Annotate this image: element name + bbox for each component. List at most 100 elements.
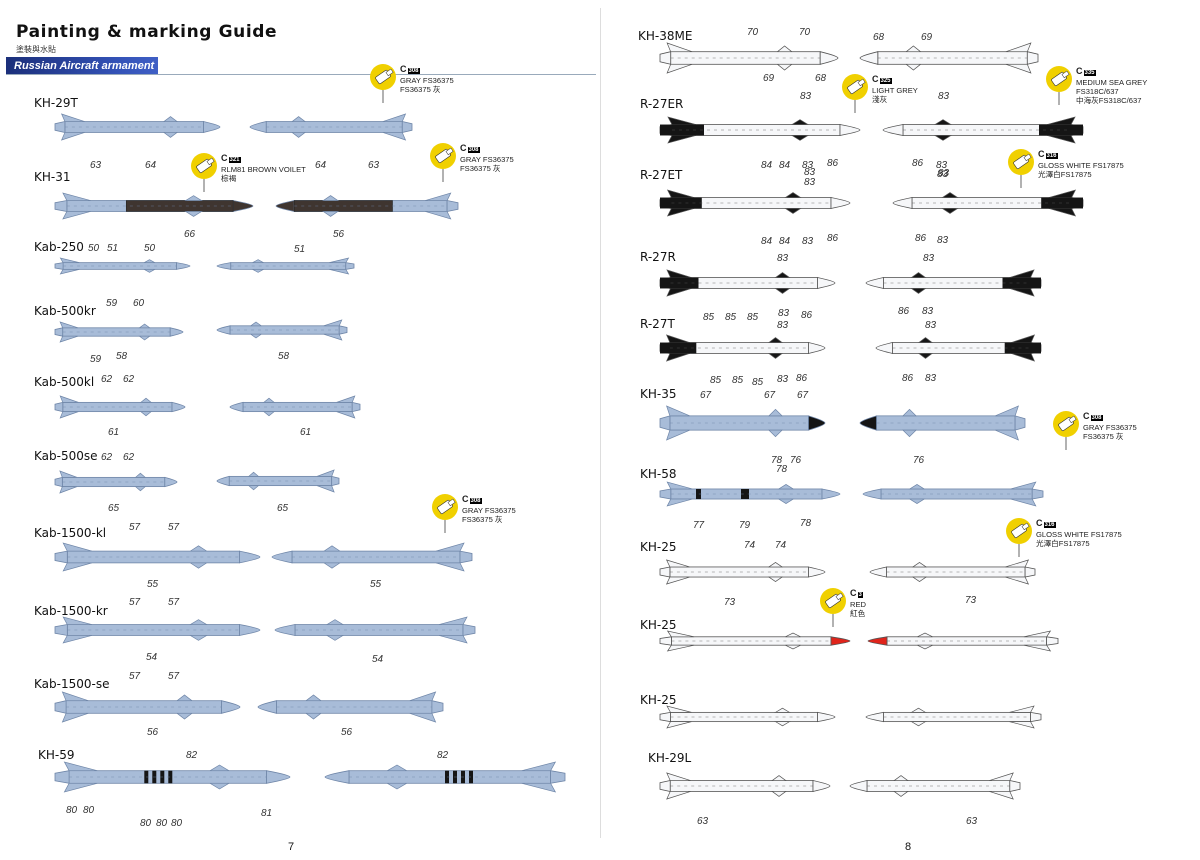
part-number: 54 <box>372 654 384 665</box>
paint-code-letter: C <box>850 588 857 598</box>
weapon-name-kab250: Kab-250 <box>34 240 84 254</box>
part-number: 83 <box>938 168 950 179</box>
part-number: 62 <box>101 374 113 385</box>
paint-name-line: FS36375 灰 <box>1083 432 1124 441</box>
part-number: 51 <box>107 243 119 254</box>
part-number: 78 <box>776 464 788 475</box>
kh35-drawing-1 <box>659 405 826 441</box>
part-number: 63 <box>966 816 978 827</box>
weapon-name-kh25b: KH-25 <box>640 618 677 632</box>
kh25b-drawing-1 <box>659 630 851 652</box>
part-number: 85 <box>752 377 764 388</box>
paint-name-line: FS36375 灰 <box>462 515 503 524</box>
part-number: 56 <box>147 727 159 738</box>
paint-name-line: RED <box>850 600 867 609</box>
part-number: 61 <box>300 427 312 438</box>
part-number: 57 <box>129 597 141 608</box>
weapon-name-kab500kl: Kab-500kl <box>34 375 95 389</box>
paint-code-letter: C <box>462 494 469 504</box>
paint-name-line: FS36375 灰 <box>400 85 441 94</box>
paint-brush-icon <box>842 74 868 113</box>
paint-name-line: 紅色 <box>850 609 866 618</box>
part-number: 83 <box>937 169 949 180</box>
r27r-drawing-2 <box>865 269 1042 297</box>
part-number: 85 <box>703 312 715 323</box>
paint-name-line: GLOSS WHITE FS17875 <box>1038 161 1124 170</box>
weapon-name-kh29l: KH-29L <box>648 751 692 765</box>
part-number: 63 <box>697 816 709 827</box>
part-number: 62 <box>123 452 135 463</box>
part-number: 57 <box>168 522 180 533</box>
paint-code-number: 316 <box>1043 522 1056 528</box>
paint-code-number: 335 <box>1083 70 1096 76</box>
r27r-drawing-1 <box>659 269 836 297</box>
paint-code-letter: C <box>1036 518 1043 528</box>
weapon-name-r27r: R-27R <box>640 250 676 264</box>
part-number: 62 <box>101 452 113 463</box>
part-number: 80 <box>83 805 95 816</box>
kh38me-drawing-1 <box>659 42 839 74</box>
weapon-name-kh25c: KH-25 <box>640 693 677 707</box>
part-number: 57 <box>129 671 141 682</box>
right-page-number: 8 <box>905 841 912 853</box>
part-number: 50 <box>88 243 100 254</box>
part-number: 83 <box>802 160 814 171</box>
weapon-name-kab1500kl: Kab-1500-kl <box>34 526 107 540</box>
paint-name-line: GRAY FS36375 <box>460 155 514 164</box>
part-number: 67 <box>700 390 712 401</box>
part-number: 79 <box>739 520 751 531</box>
kab500kr-drawing-1 <box>54 321 184 343</box>
part-number: 85 <box>747 312 759 323</box>
part-number: 78 <box>800 518 812 529</box>
part-number: 86 <box>898 306 910 317</box>
part-number: 83 <box>937 235 949 246</box>
part-number: 69 <box>763 73 775 84</box>
paint-brush-icon <box>1008 149 1034 188</box>
part-number: 54 <box>146 652 158 663</box>
part-number: 76 <box>913 455 925 466</box>
kab500kl-drawing-1 <box>54 395 186 419</box>
weapon-name-kab1500kr: Kab-1500-kr <box>34 604 108 618</box>
part-number: 83 <box>938 91 950 102</box>
paint-name-line: FS318C/637 <box>1076 87 1119 96</box>
section-banner: Russian Aircraft armament <box>6 57 158 75</box>
part-number: 83 <box>936 160 948 171</box>
part-number: 64 <box>145 160 157 171</box>
paint-brush-icon <box>191 153 217 192</box>
paint-name-line: 淺灰 <box>872 95 888 104</box>
part-number: 85 <box>725 312 737 323</box>
part-number: 86 <box>902 373 914 384</box>
part-number: 64 <box>315 160 327 171</box>
part-number: 83 <box>800 91 812 102</box>
part-number: 58 <box>116 351 128 362</box>
kab1500se-drawing-1 <box>54 691 241 723</box>
r27t-drawing-1 <box>659 334 826 362</box>
paint-name-line: 中海灰FS318C/637 <box>1076 96 1142 105</box>
paint-brush-icon <box>430 143 456 182</box>
kh58-drawing-1 <box>659 481 841 507</box>
part-number: 86 <box>827 158 839 169</box>
part-number: 84 <box>761 236 773 247</box>
paint-brush-icon <box>370 64 396 103</box>
paint-code-letter: C <box>1076 66 1083 76</box>
paint-brush-icon <box>820 588 846 627</box>
part-number: 67 <box>764 390 776 401</box>
weapon-name-kh29t: KH-29T <box>34 96 78 110</box>
part-number: 77 <box>693 520 705 531</box>
kh29l-drawing-1 <box>659 772 831 800</box>
part-number: 74 <box>775 540 787 551</box>
paint-name-line: GRAY FS36375 <box>462 506 516 515</box>
part-number: 50 <box>144 243 156 254</box>
part-number: 78 <box>771 455 783 466</box>
